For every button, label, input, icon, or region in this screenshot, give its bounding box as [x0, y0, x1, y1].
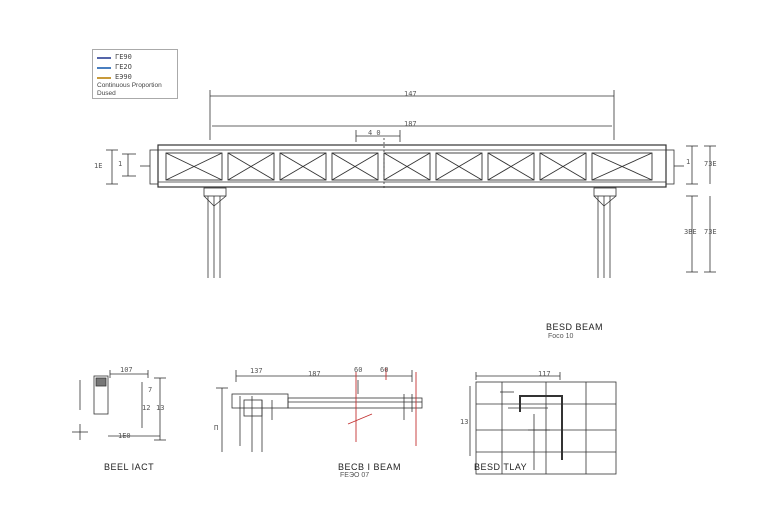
detail-center-red-marks — [347, 368, 417, 446]
dim-label: 117 — [538, 370, 551, 378]
dim-label: 1Е — [94, 162, 103, 170]
legend-note: Dused — [97, 90, 116, 97]
dim-label: 60 — [380, 366, 389, 374]
dim-label: 7 — [148, 386, 153, 394]
dim-label: 12 — [142, 404, 151, 412]
view-title: BESD BEAM — [546, 322, 604, 332]
dim-label: 1 — [686, 158, 691, 166]
dim-label: 13 — [156, 404, 165, 412]
dim-label: 107 — [120, 366, 133, 374]
legend-note: Continuous Proportion — [97, 82, 162, 89]
dim-label: 187 — [308, 370, 321, 378]
support-columns — [203, 187, 617, 278]
detail-title: BEEL IACT — [104, 462, 155, 472]
dim-label: 60 — [354, 366, 363, 374]
view-subtitle: Fосо 10 — [548, 333, 574, 340]
dim-label: 13 — [460, 418, 469, 426]
legend-swatch — [97, 57, 111, 59]
dim-label: ЗВЕ — [684, 228, 697, 236]
right-dimension-lines — [686, 145, 716, 273]
legend-label: ГЕ2О — [115, 63, 132, 71]
dim-label: 1 — [118, 160, 123, 168]
dim-label: 7ЗЕ — [704, 160, 717, 168]
detail-left-drawing — [72, 370, 166, 441]
detail-subtitle: FEЭO 07 — [340, 472, 370, 479]
legend-label: ЕЭ90 — [115, 73, 132, 81]
dim-label: 137 — [250, 367, 263, 375]
dim-label: 7ЗЕ — [704, 228, 717, 236]
dim-label: 4 0 — [368, 129, 381, 137]
main-truss — [140, 144, 684, 188]
legend-swatch — [97, 77, 111, 79]
detail-title: BECB I BEAM — [338, 462, 402, 472]
detail-center-drawing — [216, 370, 423, 452]
legend-box: ГЕ90 ГЕ2О ЕЭ90 Continuous Proportion Dus… — [92, 49, 178, 99]
dim-label: 1Е0 — [118, 432, 131, 440]
legend-swatch — [97, 67, 111, 69]
left-dimension-lines — [106, 149, 136, 185]
dim-label: 147 — [404, 90, 417, 98]
dim-label: 187 — [404, 120, 417, 128]
dim-label: П — [214, 424, 219, 432]
detail-title: BESD TLAY — [474, 462, 528, 472]
detail-right-drawing — [469, 372, 617, 475]
top-dimension-lines — [209, 90, 615, 190]
legend-label: ГЕ90 — [115, 53, 132, 61]
